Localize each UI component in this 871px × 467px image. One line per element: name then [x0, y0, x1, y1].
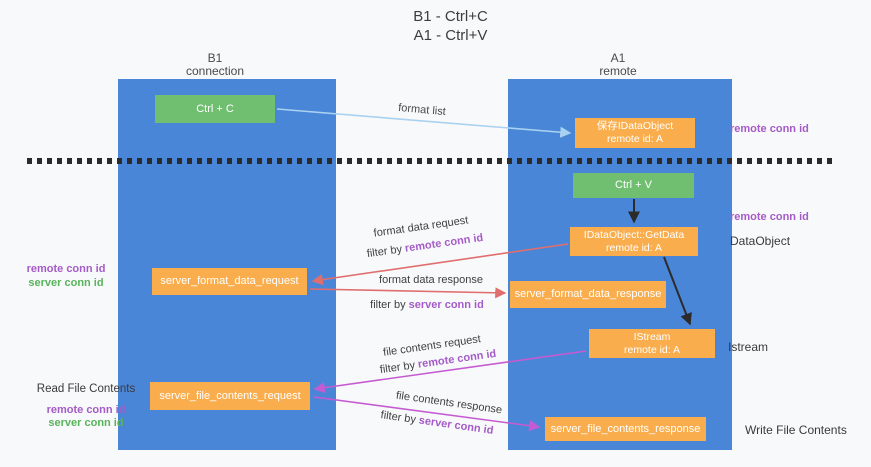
filter-by-server-conn-id-label-2: filter byserver conn id — [380, 409, 494, 437]
format-data-response-label: format data response — [379, 274, 483, 286]
column-b1-subtitle: connection — [185, 64, 245, 78]
istream-box: IStream remote id: A — [589, 329, 715, 358]
ctrl-v-box: Ctrl + V — [573, 173, 694, 198]
column-header-b1: B1 connection — [155, 52, 275, 78]
write-file-contents-label: Write File Contents — [745, 423, 847, 437]
server-file-contents-response-label: server_file_contents_response — [550, 422, 701, 435]
format-data-response-arrow — [309, 287, 507, 299]
column-b1-name: B1 — [207, 51, 223, 65]
istream-line1: IStream — [633, 330, 671, 343]
column-a1-name: A1 — [610, 51, 626, 65]
dataobject-label: DataObject — [730, 234, 791, 248]
server-format-data-request-box: server_format_data_request — [152, 268, 307, 295]
title-line-2: A1 - Ctrl+V — [413, 27, 488, 44]
filter-by-text: filter by — [379, 359, 416, 377]
column-a1-subtitle: remote — [599, 64, 637, 78]
server-format-data-response-box: server_format_data_response — [510, 281, 666, 308]
idataobject-getdata-box: IDataObject::GetData remote id: A — [570, 227, 698, 256]
left-mid-conn-id-labels: remote conn id server conn id — [10, 262, 122, 290]
server-conn-id-text: server conn id — [408, 299, 484, 311]
left-bottom-remote-conn-id: remote conn id — [46, 404, 126, 416]
server-file-contents-request-box: server_file_contents_request — [150, 382, 310, 410]
server-file-contents-response-box: server_file_contents_response — [545, 417, 706, 441]
filter-by-text: filter by — [366, 243, 403, 261]
left-bottom-labels: Read File Contents remote conn id server… — [24, 383, 148, 430]
format-list-arrow-label: format list — [397, 101, 447, 119]
istream-line2: remote id: A — [623, 343, 681, 356]
istream-side-label: Istream — [728, 340, 769, 354]
left-mid-remote-conn-id: remote conn id — [26, 263, 106, 275]
remote-conn-id-label-mid-right: remote conn id — [730, 211, 809, 223]
ctrl-c-label: Ctrl + C — [196, 102, 234, 115]
diagram-title: B1 - Ctrl+C A1 - Ctrl+V — [30, 7, 871, 45]
column-header-a1: A1 remote — [558, 52, 678, 78]
getdata-line2: remote id: A — [605, 241, 663, 254]
read-file-contents-label: Read File Contents — [36, 383, 136, 395]
ctrl-c-box: Ctrl + C — [155, 95, 275, 123]
filter-by-text: filter by — [379, 409, 417, 426]
save-idataobject-box: 保存IDataObject remote id: A — [575, 118, 695, 148]
save-idataobject-line2: remote id: A — [606, 133, 664, 145]
remote-conn-id-text: remote conn id — [404, 231, 484, 255]
title-line-1: B1 - Ctrl+C — [413, 8, 488, 25]
left-bottom-server-conn-id: server conn id — [48, 417, 124, 429]
getdata-line1: IDataObject::GetData — [583, 228, 685, 241]
left-mid-server-conn-id: server conn id — [28, 277, 104, 289]
filter-by-text: filter by — [370, 299, 406, 311]
ctrl-v-label: Ctrl + V — [615, 179, 652, 191]
save-idataobject-line1: 保存IDataObject — [596, 120, 674, 132]
remote-conn-id-label-top-right: remote conn id — [730, 123, 809, 135]
server-format-data-response-label: server_format_data_response — [514, 288, 662, 300]
server-file-contents-request-label: server_file_contents_request — [159, 389, 301, 402]
server-format-data-request-label: server_format_data_request — [160, 275, 299, 287]
server-conn-id-text: server conn id — [417, 414, 495, 437]
